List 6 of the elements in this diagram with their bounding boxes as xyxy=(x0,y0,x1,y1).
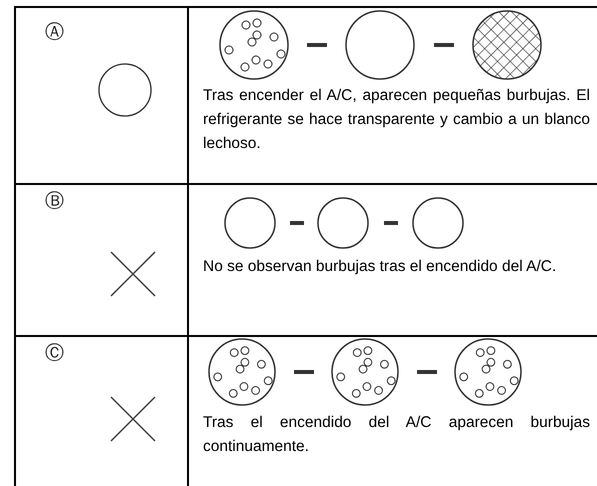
row-letter: Ⓐ xyxy=(45,22,64,42)
row-letter: Ⓒ xyxy=(45,343,64,363)
row-letter: Ⓑ xyxy=(45,191,64,211)
description-text: No se observan burbujas tras el encendido del A/C. xyxy=(203,257,558,277)
description-text: Tras encender el A/C, aparecen pequeñas burbujas. El refrigerante se hace transparente y cambio a un blanco lechoso. xyxy=(203,86,590,154)
description-text: Tras el encendido del A/C aparecen burbujas continuamente. xyxy=(203,413,590,457)
